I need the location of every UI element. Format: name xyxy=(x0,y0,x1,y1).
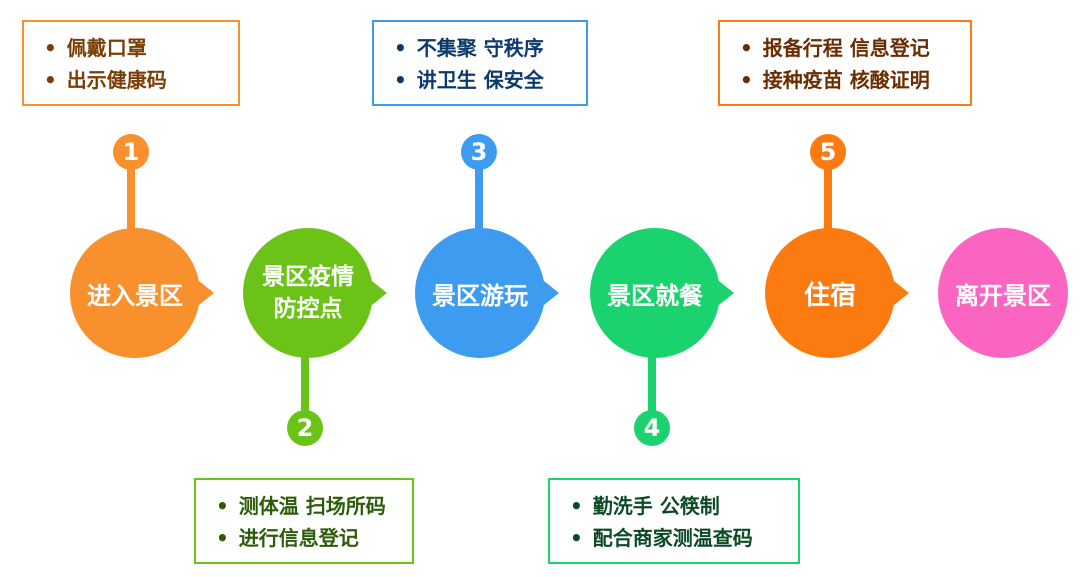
step3-node-label: 景区游玩 xyxy=(432,281,528,310)
step4-arrow xyxy=(719,281,734,305)
step2-connector xyxy=(301,356,309,414)
step2-number-badge: 2 xyxy=(287,410,323,446)
step3-connector xyxy=(475,166,483,230)
step3-node-sightseeing: 景区游玩 xyxy=(415,228,559,358)
step3-arrow xyxy=(544,281,559,305)
step1-node-label: 进入景区 xyxy=(87,281,183,310)
step1-tips-box: 佩戴口罩 出示健康码 xyxy=(22,20,240,106)
step1-tip-2: 出示健康码 xyxy=(44,64,222,96)
step3-tip-1: 不集聚 守秩序 xyxy=(394,32,570,64)
step5-arrow xyxy=(894,281,909,305)
step4-node-label: 景区就餐 xyxy=(607,281,703,310)
step1-number-badge: 1 xyxy=(113,134,149,170)
step1-tip-1: 佩戴口罩 xyxy=(44,32,222,64)
step2-tip-1: 测体温 扫场所码 xyxy=(216,490,396,522)
step3-number-badge: 3 xyxy=(461,134,497,170)
step5-tips-box: 报备行程 信息登记 接种疫苗 核酸证明 xyxy=(718,20,972,106)
step5-tip-1: 报备行程 信息登记 xyxy=(740,32,954,64)
step4-number-badge: 4 xyxy=(634,410,670,446)
step2-node-checkpoint: 景区疫情 防控点 xyxy=(243,228,387,358)
step4-tip-1: 勤洗手 公筷制 xyxy=(570,490,782,522)
step3-tip-2: 讲卫生 保安全 xyxy=(394,64,570,96)
step2-arrow xyxy=(372,281,387,305)
step5-node-lodging: 住宿 xyxy=(765,228,909,358)
step2-tips-box: 测体温 扫场所码 进行信息登记 xyxy=(194,478,414,564)
step4-connector xyxy=(648,356,656,414)
step5-connector xyxy=(824,166,832,230)
step3-tips-box: 不集聚 守秩序 讲卫生 保安全 xyxy=(372,20,588,106)
step2-tip-2: 进行信息登记 xyxy=(216,522,396,554)
step4-node-dining: 景区就餐 xyxy=(590,228,734,358)
step1-connector xyxy=(127,166,135,230)
step2-node-label-line1: 景区疫情 xyxy=(262,264,354,290)
step4-tip-2: 配合商家测温查码 xyxy=(570,522,782,554)
step6-node-exit: 离开景区 xyxy=(938,228,1068,358)
step5-node-label: 住宿 xyxy=(803,280,856,311)
step1-arrow xyxy=(199,281,214,305)
step1-node-enter: 进入景区 xyxy=(70,228,214,358)
step4-tips-box: 勤洗手 公筷制 配合商家测温查码 xyxy=(548,478,800,564)
step6-node-label: 离开景区 xyxy=(955,281,1051,310)
step5-tip-2: 接种疫苗 核酸证明 xyxy=(740,64,954,96)
step2-node-label-line2: 防控点 xyxy=(273,296,343,322)
step5-number-badge: 5 xyxy=(810,134,846,170)
